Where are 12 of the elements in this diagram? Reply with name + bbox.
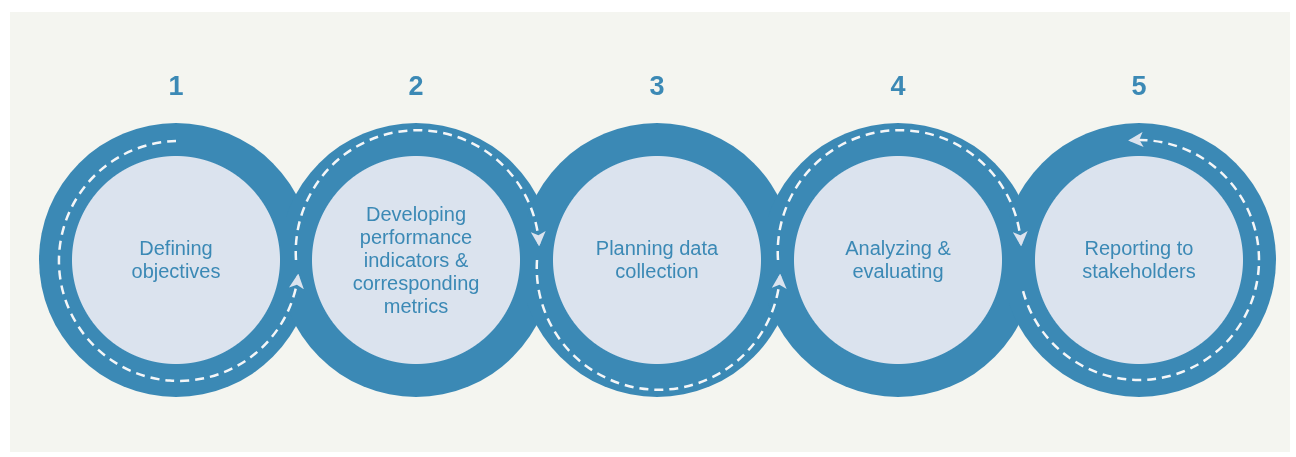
dashed-arrow	[535, 260, 786, 391]
step-label: Developing performance indicators & corresponding metrics	[351, 202, 481, 318]
step-label: Analyzing & evaluating	[844, 237, 952, 283]
dashed-arrow	[776, 129, 1027, 260]
step-number: 5	[1131, 71, 1147, 101]
step-number: 3	[649, 71, 665, 101]
step-number: 1	[168, 71, 184, 101]
step-label: Reporting to stakeholders	[1081, 237, 1197, 283]
step-label: Planning data collection	[594, 237, 720, 283]
step-label: Defining objectives	[130, 237, 222, 283]
step-number: 2	[408, 71, 424, 101]
step-number: 4	[890, 71, 906, 101]
